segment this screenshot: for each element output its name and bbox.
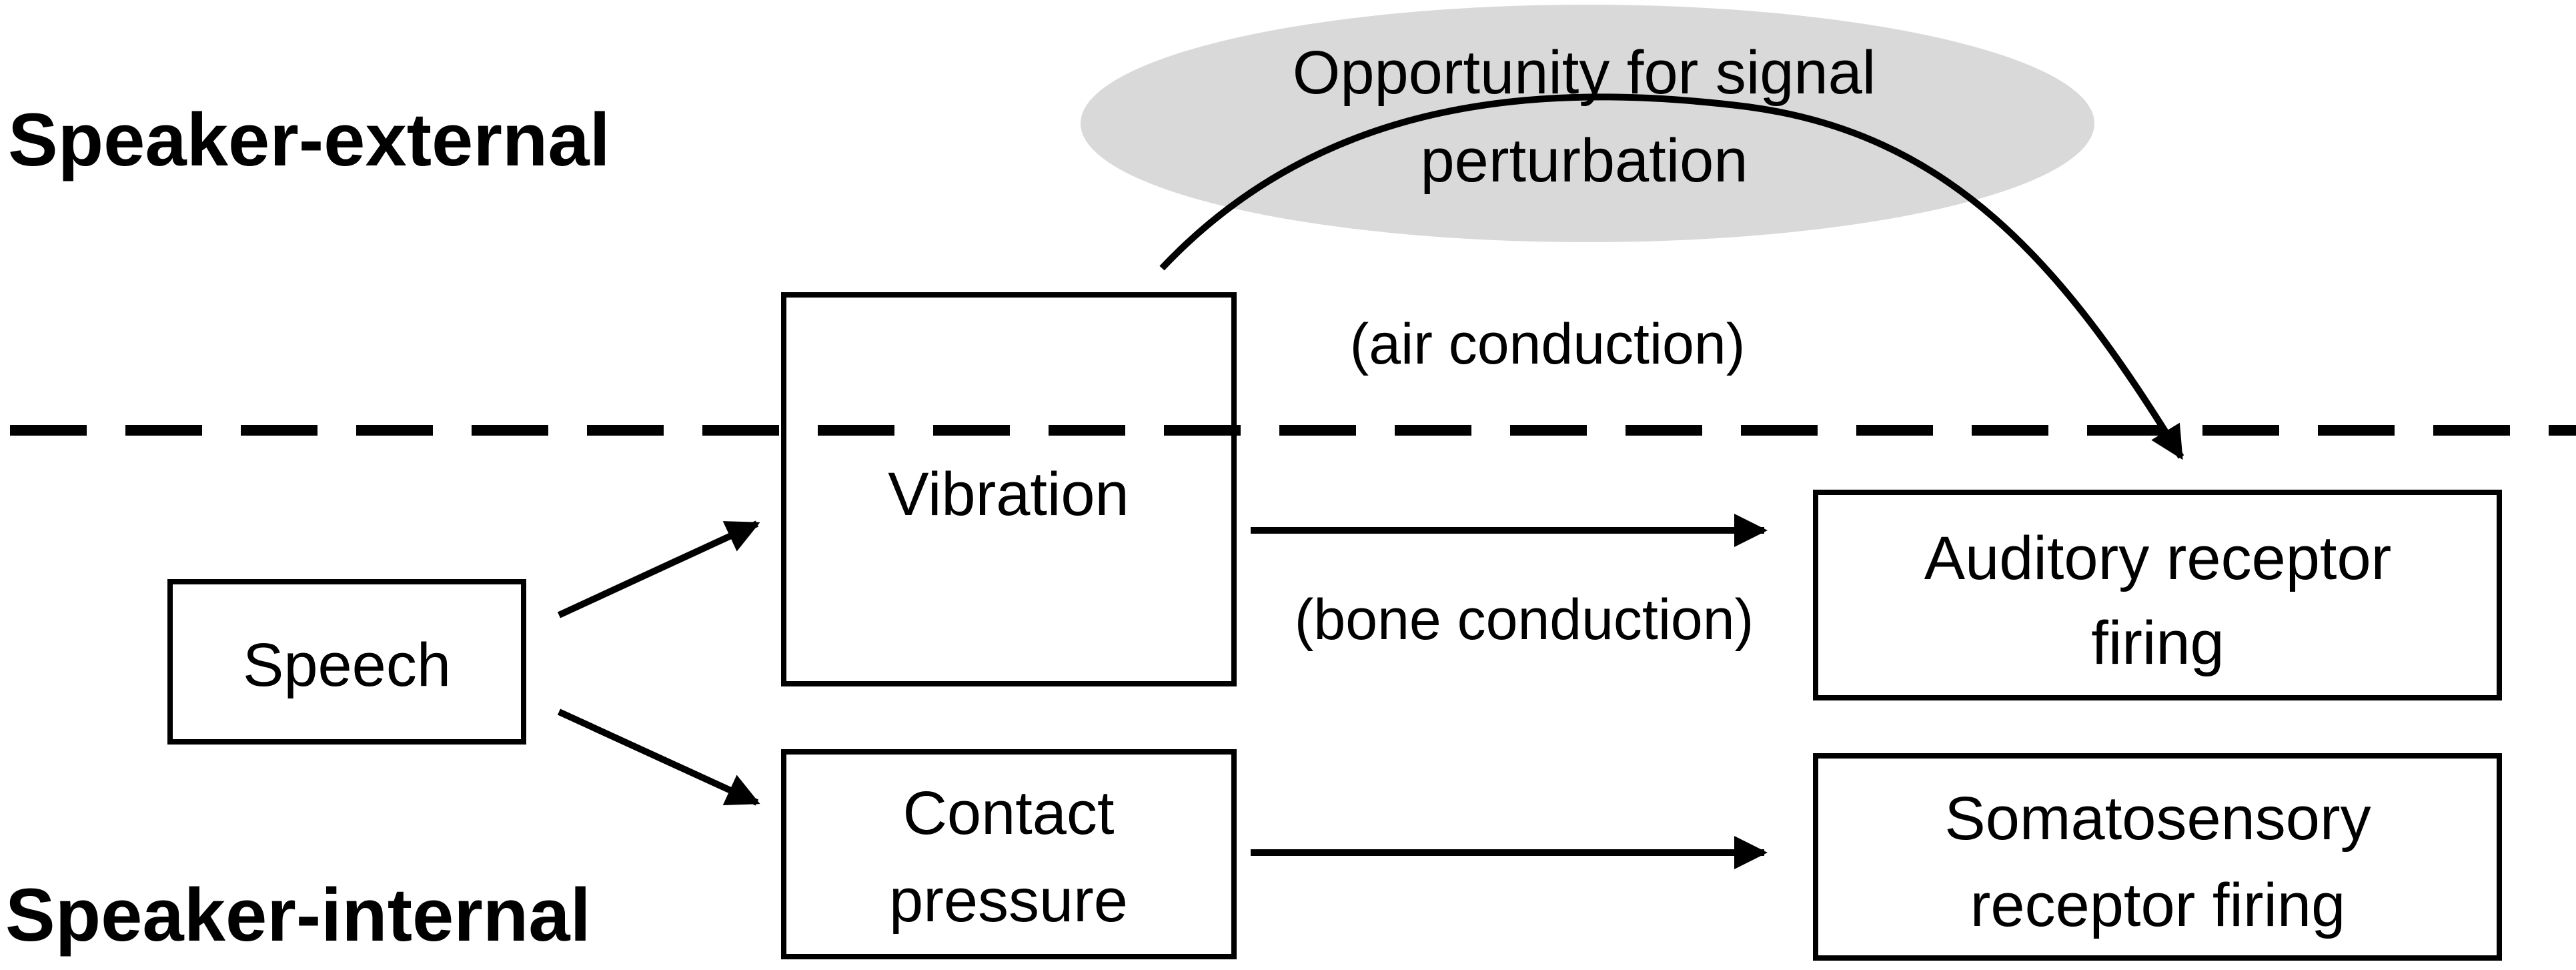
auditory-receptor-box xyxy=(1813,490,2502,700)
vibration-box xyxy=(781,292,1237,686)
air-conduction-arrow xyxy=(1159,93,2184,460)
contact-pressure-label-line1: Contact xyxy=(902,779,1114,847)
vibration-label: Vibration xyxy=(888,460,1129,528)
speaker-internal-label: Speaker-internal xyxy=(5,873,591,957)
bone-conduction-label: (bone conduction) xyxy=(1295,588,1754,652)
speech-to-contact-arrow xyxy=(557,708,760,806)
auditory-receptor-label-line2: firing xyxy=(2091,609,2224,677)
contact-pressure-label-line2: pressure xyxy=(889,867,1128,935)
auditory-receptor-label-line1: Auditory receptor xyxy=(1924,524,2392,592)
speech-to-vibration-arrow xyxy=(557,520,760,618)
air-conduction-label: (air conduction) xyxy=(1350,312,1746,376)
contact-pressure-box xyxy=(781,749,1237,959)
somatosensory-receptor-box xyxy=(1813,753,2502,961)
speech-label: Speech xyxy=(243,631,451,699)
perturbation-ellipse xyxy=(1081,5,2094,242)
speech-box xyxy=(167,579,526,745)
speaker-external-label: Speaker-external xyxy=(8,98,610,181)
perturbation-text-line2: perturbation xyxy=(1421,127,1748,195)
somatosensory-receptor-label-line2: receptor firing xyxy=(1970,871,2345,939)
somatosensory-receptor-label-line1: Somatosensory xyxy=(1944,785,2371,853)
